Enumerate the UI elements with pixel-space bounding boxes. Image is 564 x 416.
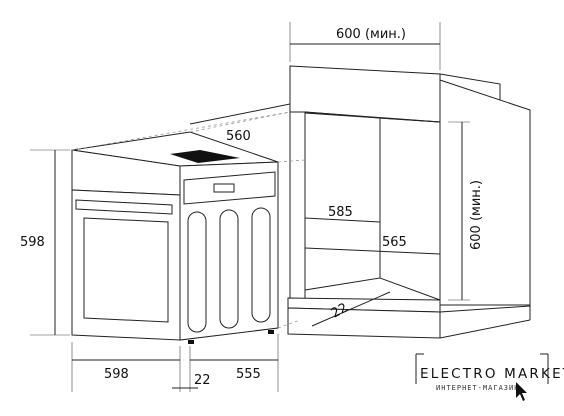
- cabinet-top-panel: [289, 65, 441, 123]
- cabinet-niche-back: [304, 111, 381, 291]
- dim-body-depth: 555: [236, 367, 261, 382]
- logo-subtitle: ИНТЕРНЕТ-МАГАЗИН: [436, 384, 519, 392]
- cabinet-niche-outline: [304, 111, 441, 301]
- dim-vent-gap: 22: [329, 301, 351, 322]
- cabinet-side-wall: [439, 79, 531, 306]
- dim-door-offset: 22: [194, 373, 211, 388]
- guide-lines: [71, 111, 306, 329]
- oven-foot-1: [188, 340, 194, 344]
- oven-side-display: [213, 183, 235, 193]
- logo-title: ELECTRO MARKET: [420, 366, 564, 382]
- oven-side-rib-1: [187, 211, 207, 333]
- dim-niche-depth-lower: 565: [382, 235, 407, 250]
- dim-niche-depth-upper: 585: [328, 205, 353, 220]
- dim-oven-width: 598: [104, 367, 129, 382]
- oven-handle: [75, 199, 173, 215]
- cabinet: [287, 65, 531, 339]
- oven-side-rib-3: [251, 207, 271, 323]
- dim-cabinet-height-min: 600 (мин.): [469, 180, 484, 250]
- oven: [71, 131, 279, 344]
- cabinet-shelf-front: [287, 307, 441, 339]
- cabinet-front-post: [289, 111, 306, 301]
- cursor-arrow-icon: [516, 382, 527, 401]
- oven-side-rib-2: [219, 209, 239, 329]
- oven-door-window: [83, 217, 169, 323]
- dim-oven-depth-top: 560: [226, 129, 251, 144]
- dim-oven-height: 598: [20, 235, 45, 250]
- oven-foot-2: [268, 330, 274, 334]
- dim-cabinet-width-min: 600 (мин.): [336, 27, 406, 42]
- electro-market-logo: ELECTRO MARKET ИНТЕРНЕТ-МАГАЗИН: [415, 353, 564, 401]
- dimension-lines: [30, 22, 470, 392]
- oven-top-vent: [170, 150, 240, 163]
